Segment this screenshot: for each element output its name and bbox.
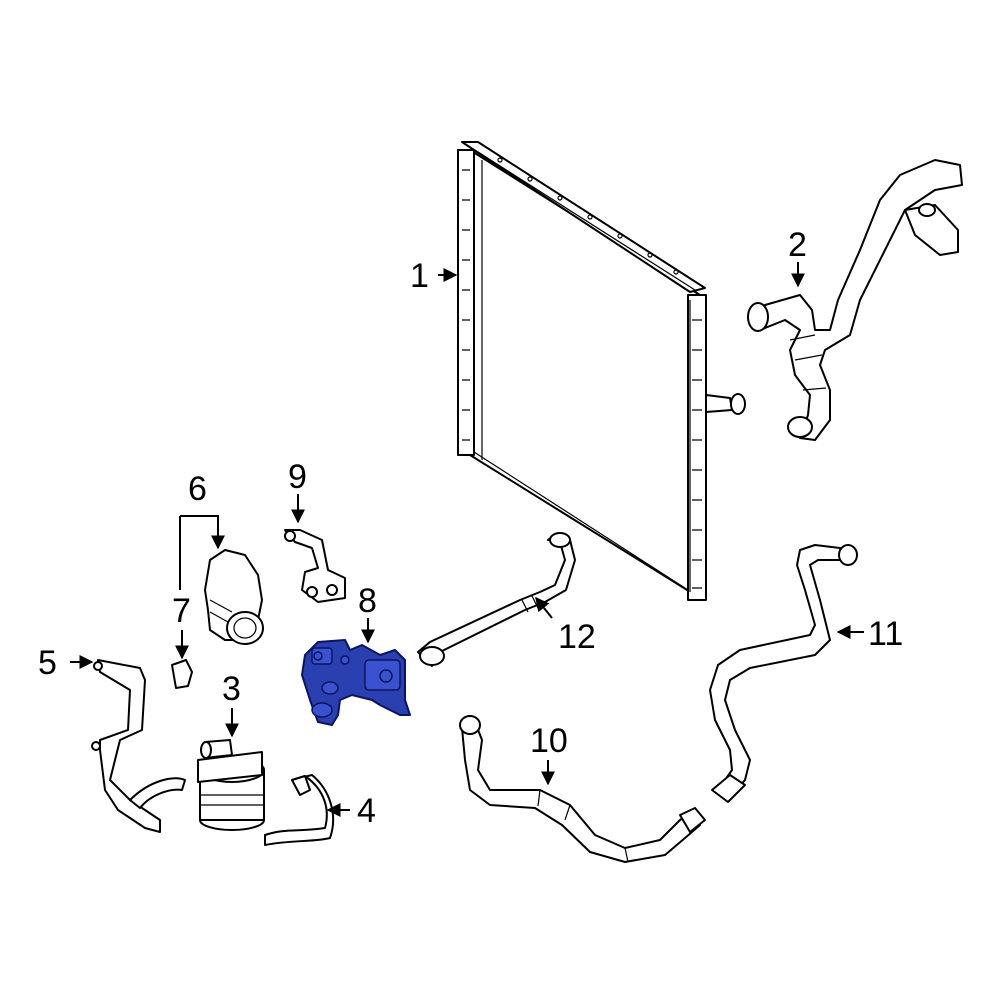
clip-part[interactable]	[171, 659, 193, 689]
callout-11-label: 11	[868, 615, 903, 653]
radiator-part[interactable]	[457, 141, 746, 601]
callout-8-label: 8	[358, 582, 377, 620]
callout-12-arrow	[535, 596, 553, 619]
callout-9-label: 9	[288, 458, 307, 496]
callout-4-label: 4	[357, 792, 376, 830]
upper-hose-part[interactable]	[747, 159, 963, 441]
callout-1-label: 1	[410, 257, 429, 295]
lower-hose-part[interactable]	[459, 715, 706, 863]
bracket-part[interactable]	[284, 529, 346, 603]
long-hose-part[interactable]	[709, 544, 858, 803]
callout-3-label: 3	[222, 670, 241, 708]
highlighted-valve-part[interactable]	[301, 639, 411, 726]
callout-6-arrow	[180, 515, 225, 550]
callout-10-label: 10	[530, 722, 568, 760]
callout-5-label: 5	[38, 644, 57, 682]
water-pump-part[interactable]	[197, 739, 265, 831]
hose-elbow-part[interactable]	[204, 549, 264, 645]
callout-12-label: 12	[558, 618, 596, 656]
mounting-bracket-part[interactable]	[91, 659, 186, 833]
clamp-part[interactable]	[264, 774, 335, 846]
coolant-line-part[interactable]	[417, 532, 576, 667]
callout-arrows	[70, 262, 864, 817]
callout-2-label: 2	[788, 226, 807, 264]
callout-6-label: 6	[188, 470, 207, 508]
callout-labels: 1 2 3 4 5 6 7 8 9 10 11 12	[38, 226, 903, 830]
callout-7-label: 7	[172, 592, 191, 630]
